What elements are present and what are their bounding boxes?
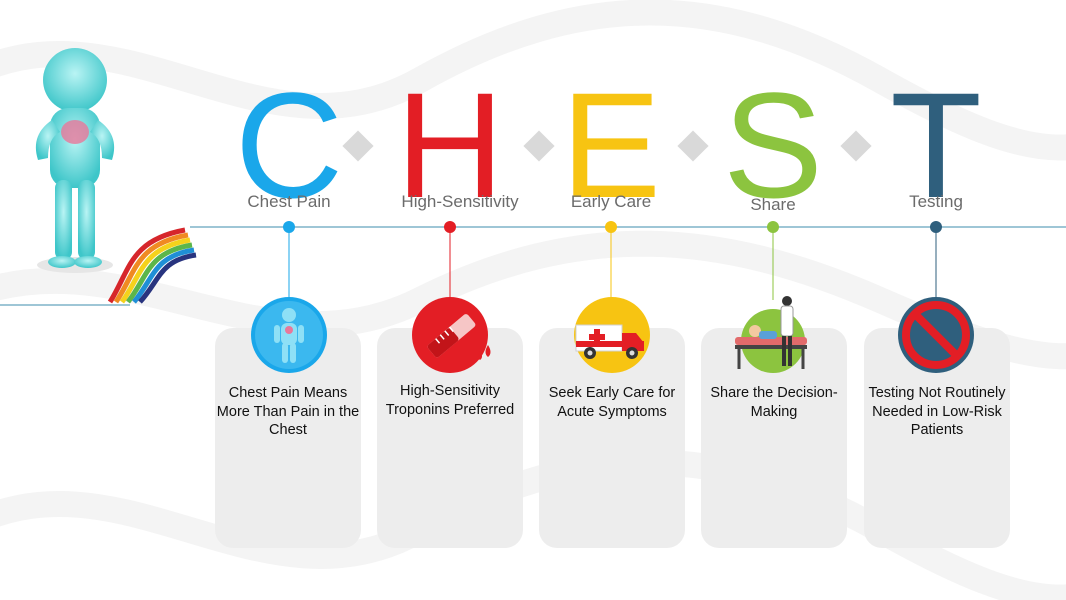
timeline-dot-c — [283, 221, 295, 233]
person-figure-icon — [35, 48, 197, 304]
timeline-dot-e — [605, 221, 617, 233]
title-early-care: Early Care — [570, 192, 652, 211]
card-text-share: Share the Decision-Making — [710, 385, 838, 420]
card-text-early-care: Seek Early Care for Acute Symptoms — [548, 385, 676, 420]
timeline-dot-s — [767, 221, 779, 233]
card-text-testing: Testing Not Routinely Needed in Low-Risk… — [868, 385, 1006, 438]
card-text-troponins: High-Sensitivity Troponins Preferred — [385, 383, 515, 418]
title-share: Share — [750, 195, 796, 214]
ambulance-icon — [574, 297, 650, 373]
letter-t: T — [890, 61, 982, 229]
title-chest-pain: Chest Pain — [247, 192, 331, 211]
card-text-chest-pain: Chest Pain Means More Than Pain in the C… — [216, 385, 360, 438]
prohibited-icon — [898, 297, 974, 373]
timeline-dot-t — [930, 221, 942, 233]
title-high-sensitivity: High-Sensitivity — [401, 192, 519, 211]
timeline-dot-h — [444, 221, 456, 233]
letter-s: S — [722, 61, 824, 229]
blood-test-tube-icon — [412, 297, 491, 373]
letter-c: C — [234, 61, 344, 229]
title-testing: Testing — [909, 192, 963, 211]
letter-h: H — [395, 61, 505, 229]
hospital-bed-doctor-icon — [735, 296, 807, 373]
letter-e: E — [560, 61, 662, 229]
body-chest-icon — [251, 297, 327, 373]
